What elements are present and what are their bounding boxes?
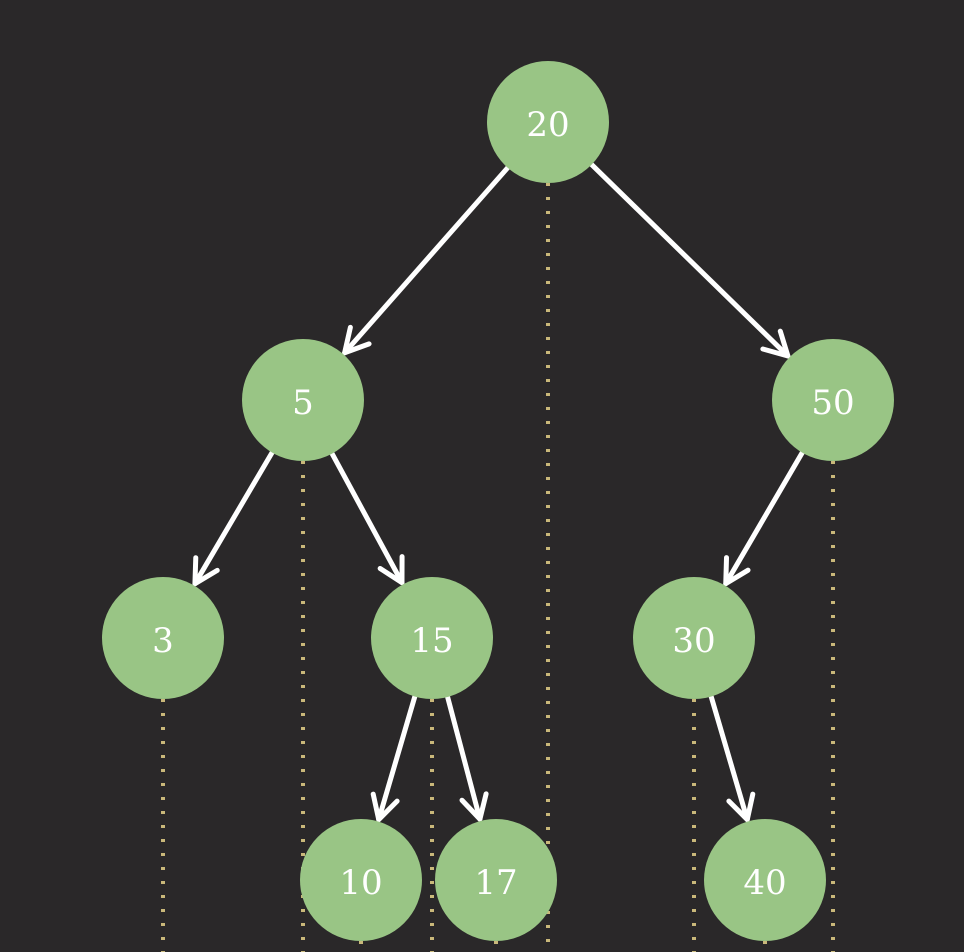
tree-node-50: 50 [772, 339, 894, 461]
edge-50-to-30 [723, 448, 806, 587]
tree-node-30: 30 [633, 577, 755, 699]
node-label: 20 [526, 105, 569, 145]
node-label: 10 [339, 863, 382, 903]
node-label: 50 [811, 383, 854, 423]
node-circle [772, 339, 894, 461]
edge-30-to-40 [708, 692, 756, 823]
node-label: 17 [474, 863, 517, 903]
tree-node-10: 10 [300, 819, 422, 941]
edge-line [444, 692, 483, 822]
projection-guides [161, 183, 835, 952]
tree-node-20: 20 [487, 61, 609, 183]
tree-nodes: 20 5 50 3 15 30 10 17 40 [102, 61, 894, 941]
node-circle [633, 577, 755, 699]
tree-edges [192, 160, 806, 823]
edge-5-to-3 [192, 448, 276, 587]
arrowhead-icon [760, 328, 791, 359]
arrowhead-icon [192, 555, 220, 587]
node-circle [102, 577, 224, 699]
node-circle [704, 819, 826, 941]
node-label: 5 [292, 383, 314, 423]
arrowhead-icon [342, 324, 372, 356]
tree-node-15: 15 [371, 577, 493, 699]
node-circle [487, 61, 609, 183]
node-circle [435, 819, 557, 941]
edge-line [723, 448, 806, 587]
edge-line [376, 692, 418, 823]
arrowhead-icon [370, 791, 400, 823]
node-label: 30 [672, 621, 715, 661]
edge-5-to-15 [328, 449, 405, 586]
node-label: 40 [743, 863, 786, 903]
edge-line [192, 448, 276, 587]
node-label: 3 [152, 621, 174, 661]
tree-node-5: 5 [242, 339, 364, 461]
node-circle [242, 339, 364, 461]
node-circle [371, 577, 493, 699]
edge-15-to-17 [444, 692, 489, 822]
edge-line [342, 163, 512, 356]
arrowhead-icon [459, 791, 489, 822]
edge-line [587, 160, 791, 359]
arrowhead-icon [723, 555, 751, 587]
arrowhead-icon [726, 791, 756, 823]
edge-20-to-5 [342, 163, 512, 356]
edge-15-to-10 [370, 692, 418, 823]
edge-20-to-50 [587, 160, 791, 359]
arrowhead-icon [377, 554, 405, 586]
node-circle [300, 819, 422, 941]
edge-line [708, 692, 750, 823]
node-label: 15 [410, 621, 453, 661]
edge-line [328, 449, 405, 586]
tree-node-17: 17 [435, 819, 557, 941]
tree-node-3: 3 [102, 577, 224, 699]
tree-node-40: 40 [704, 819, 826, 941]
